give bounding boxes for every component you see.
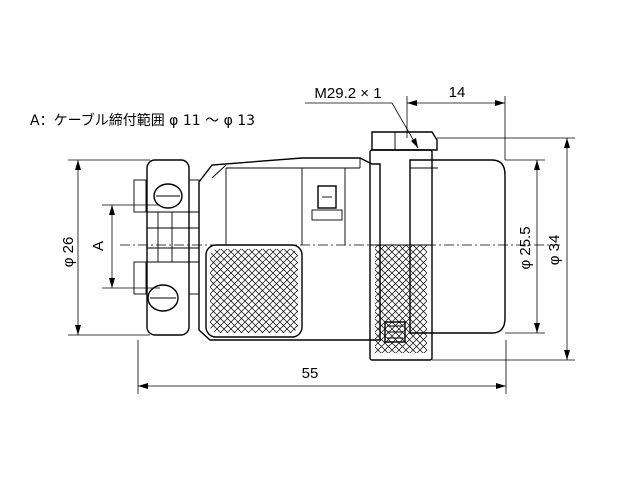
dimension-cable-range [102, 204, 160, 289]
dimension-total-length [137, 340, 507, 394]
cable-range-label: A [90, 241, 107, 251]
diameter-left-label: φ 26 [60, 237, 77, 268]
clamp-screw-top [153, 183, 183, 209]
thread-label: M29.2 × 1 [314, 85, 381, 102]
nut-width-label: 14 [449, 84, 466, 101]
back-shell [198, 157, 381, 341]
diameter-body-label: φ 25.5 [517, 226, 534, 269]
clamp-screw-bottom [147, 284, 179, 312]
connector-body [133, 131, 506, 361]
thread-leader [305, 102, 419, 149]
dimension-nut-width [406, 96, 506, 160]
cable-clamp [133, 159, 200, 336]
retainer-pin [317, 185, 337, 209]
nut-lock-tab [384, 321, 406, 343]
front-body [409, 159, 506, 334]
dimension-diameter-nut [432, 137, 575, 361]
coupling-nut [369, 149, 433, 361]
dimension-diameter-body [505, 159, 545, 334]
cable-clamp-note: A：ケーブル締付範囲 φ 11 〜 φ 13 [30, 112, 255, 129]
diameter-nut-label: φ 34 [546, 235, 563, 266]
total-length-label: 55 [302, 365, 319, 382]
coupling-nut-top [371, 131, 438, 151]
dimension-diameter-left [68, 159, 150, 336]
